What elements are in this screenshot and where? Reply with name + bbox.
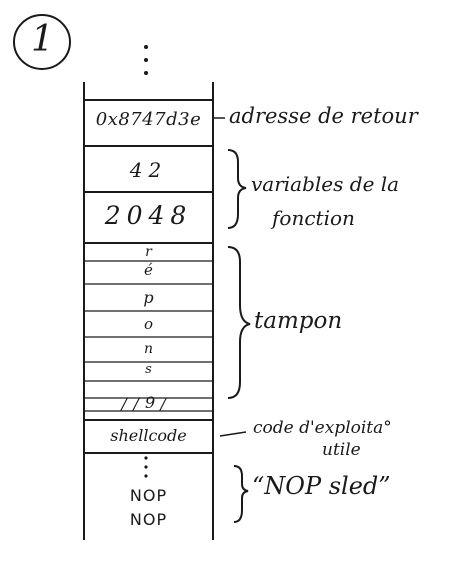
panel-number: 1 <box>31 19 54 60</box>
top-ellipsis-dots <box>144 45 148 75</box>
overflow-char: / <box>133 395 139 414</box>
shellcode-cell: shellcode <box>110 426 187 445</box>
overflow-char: / <box>160 395 166 414</box>
payload-dash <box>219 431 247 437</box>
stack-separators <box>84 99 213 454</box>
function-vars-label-line1: variables de la <box>251 172 400 196</box>
nop-ellipsis-dots <box>144 456 148 478</box>
overflow-char: 9 <box>145 393 156 412</box>
nop-brace <box>233 465 249 523</box>
buffer-byte-separators <box>84 260 213 412</box>
payload-label-line1: code d'exploita° <box>253 418 392 438</box>
buffer-char: n <box>143 341 154 357</box>
buffer-char: s <box>145 362 152 377</box>
buffer-char: o <box>143 315 154 333</box>
panel-number-circle <box>13 14 71 70</box>
return-address-value: 0x8747d3e <box>95 109 202 130</box>
nop-sled-label: “NOP sled” <box>252 472 391 500</box>
return-address-label: adresse de retour <box>229 104 418 128</box>
buffer-label: tampon <box>254 308 343 334</box>
buffer-brace <box>227 246 251 399</box>
function-vars-label-line2: fonction <box>272 206 355 230</box>
payload-label-line2: utile <box>322 440 361 460</box>
overflow-char: / <box>121 395 127 414</box>
function-var-42: 42 <box>129 158 168 182</box>
buffer-char: r <box>145 244 152 260</box>
function-var-2048: 2048 <box>104 201 193 230</box>
nop-instruction: NOP <box>129 510 168 529</box>
buffer-char: é <box>144 261 153 279</box>
nop-instruction: NOP <box>129 486 168 505</box>
vars-brace <box>227 149 247 229</box>
buffer-char: p <box>143 288 154 307</box>
